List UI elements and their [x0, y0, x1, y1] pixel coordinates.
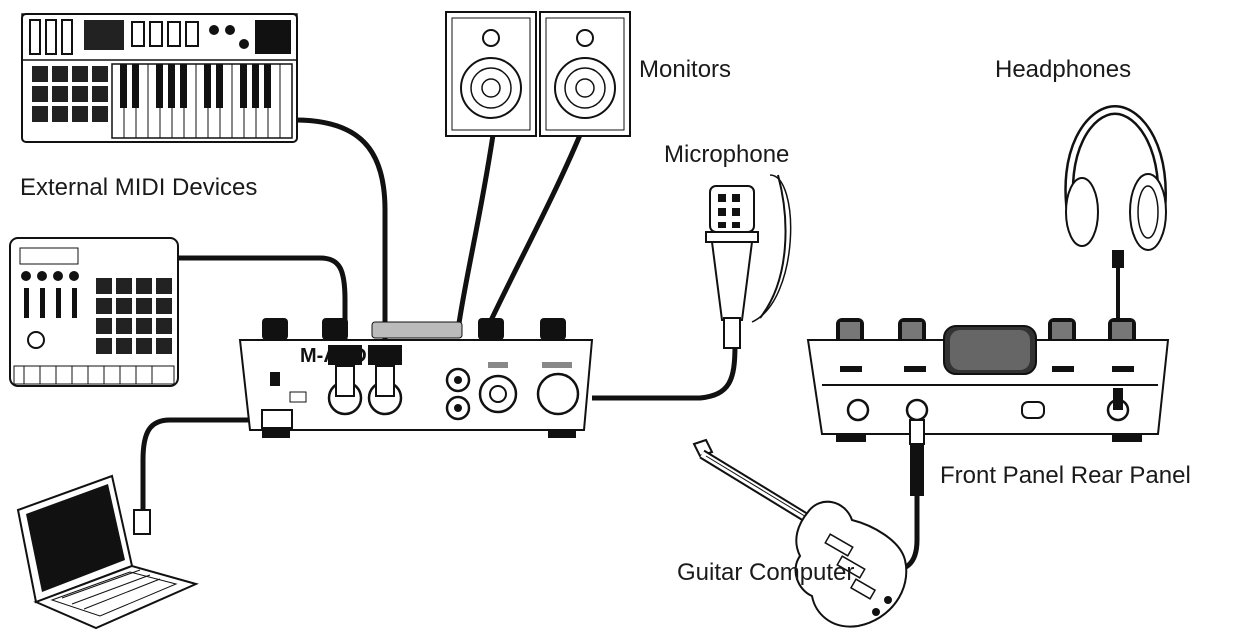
cable-monitor-left	[455, 134, 496, 331]
keyboard-drum-pads	[32, 66, 108, 122]
label-monitors: Monitors	[639, 56, 732, 83]
cable-pad-controller-midi	[178, 255, 348, 345]
label-headphones: Headphones	[995, 56, 1132, 83]
monitor-right	[539, 11, 631, 137]
electric-guitar	[692, 438, 908, 628]
cable-microphone	[592, 344, 738, 401]
pad-controller	[9, 237, 179, 387]
pad-controller-pads	[96, 278, 172, 354]
monitor-left	[445, 11, 537, 137]
microphone	[705, 174, 792, 349]
cable-usb-computer	[140, 417, 262, 520]
label-external-midi-devices: External MIDI Devices	[20, 174, 258, 201]
label-microphone: Microphone	[664, 141, 790, 168]
label-guitar-computer: Guitar Computer	[677, 559, 855, 586]
cable-keyboard-midi	[294, 117, 388, 345]
interface-rear-panel: M-AUDIO	[238, 318, 594, 438]
interface-front-panel	[806, 318, 1170, 496]
laptop-computer	[16, 474, 199, 630]
keyboard-keys	[111, 63, 293, 139]
headphones	[1064, 104, 1167, 410]
label-front-rear-panel: Front Panel Rear Panel	[940, 462, 1191, 489]
midi-keyboard	[21, 13, 298, 143]
